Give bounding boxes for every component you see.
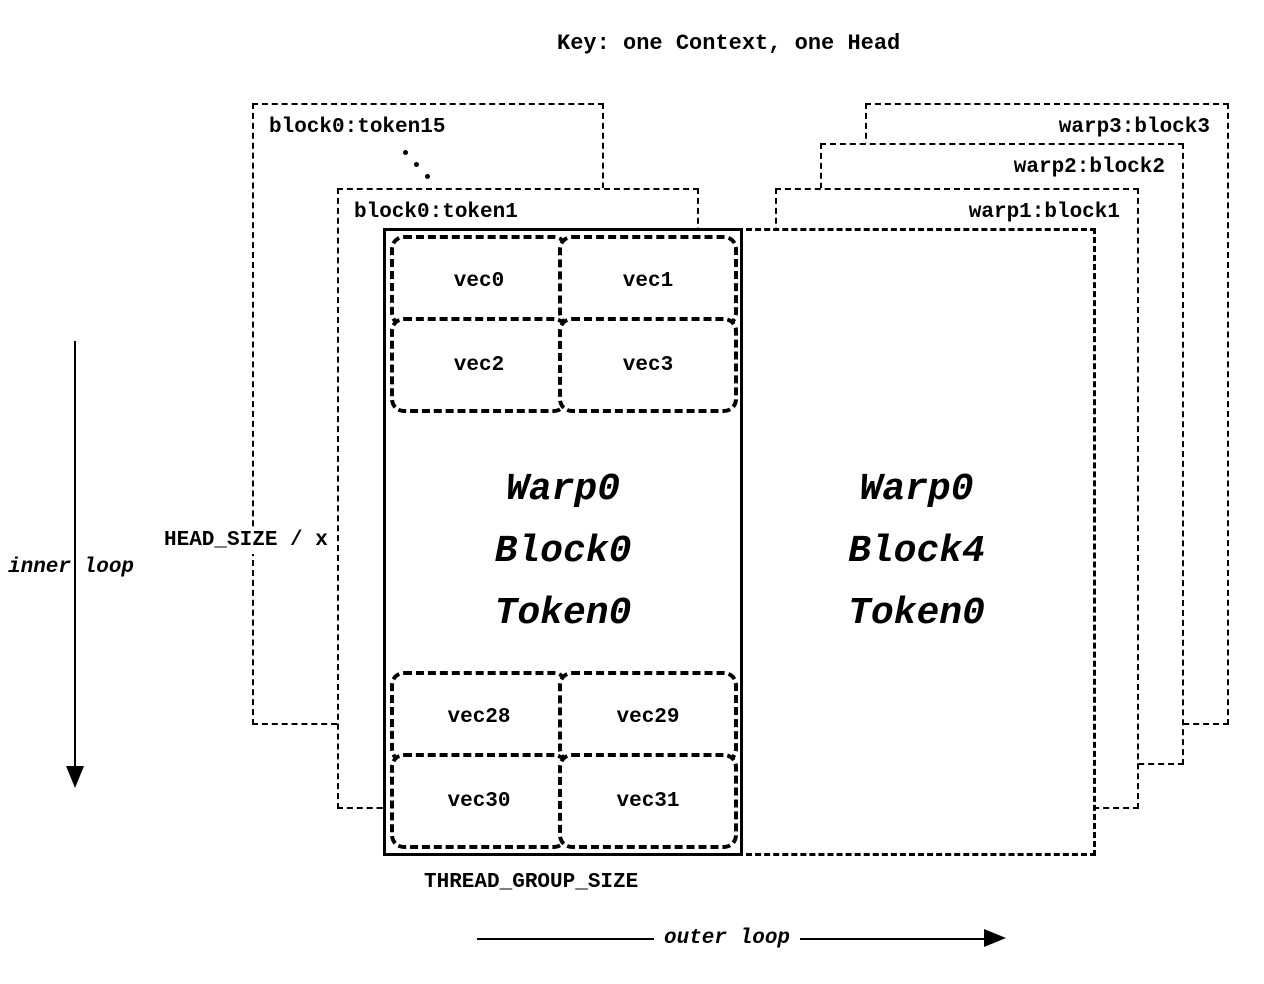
left-block-line-3: Token0 [494,592,632,635]
warp0-block0-token0-box: vec0 vec1 vec2 vec3 Warp0 Block0 Token0 … [383,228,743,856]
right-block-line-2: Block4 [848,530,985,573]
outer-loop-arrowhead-icon [984,929,1006,947]
vec29-box: vec29 [558,671,738,763]
warp1-block1-label: warp1:block1 [968,201,1120,224]
vec2-box: vec2 [390,317,568,413]
vec31-box: vec31 [558,753,738,849]
right-block-line-1: Warp0 [859,468,974,511]
vec1-box: vec1 [558,235,738,327]
inner-loop-arrow-line [74,341,76,769]
left-block-line-1: Warp0 [505,468,621,511]
vec30-box: vec30 [390,753,568,849]
vec0-box: vec0 [390,235,568,327]
ellipsis-dot [414,162,419,167]
outer-loop-label: outer loop [654,927,801,950]
warp0-block4-token0-text: Warp0 Block4 Token0 [740,459,1093,645]
ellipsis-dot [403,150,408,155]
block0-token15-label: block0:token15 [269,116,446,139]
thread-group-size-label: THREAD_GROUP_SIZE [424,871,639,894]
diagram-title: Key: one Context, one Head [557,31,901,56]
warp0-block4-token0-box: Warp0 Block4 Token0 [737,228,1096,856]
inner-loop-arrowhead-icon [66,766,84,788]
head-size-label: HEAD_SIZE / x [160,527,332,554]
block0-token1-label: block0:token1 [354,201,518,224]
right-block-line-3: Token0 [848,592,985,635]
warp2-block2-label: warp2:block2 [1013,156,1165,179]
inner-loop-label: inner loop [8,556,135,579]
ellipsis-dot [425,174,430,179]
left-block-line-2: Block0 [494,530,632,573]
warp3-block3-label: warp3:block3 [1058,116,1210,139]
warp0-block0-token0-text: Warp0 Block0 Token0 [386,459,740,645]
vec3-box: vec3 [558,317,738,413]
vec28-box: vec28 [390,671,568,763]
